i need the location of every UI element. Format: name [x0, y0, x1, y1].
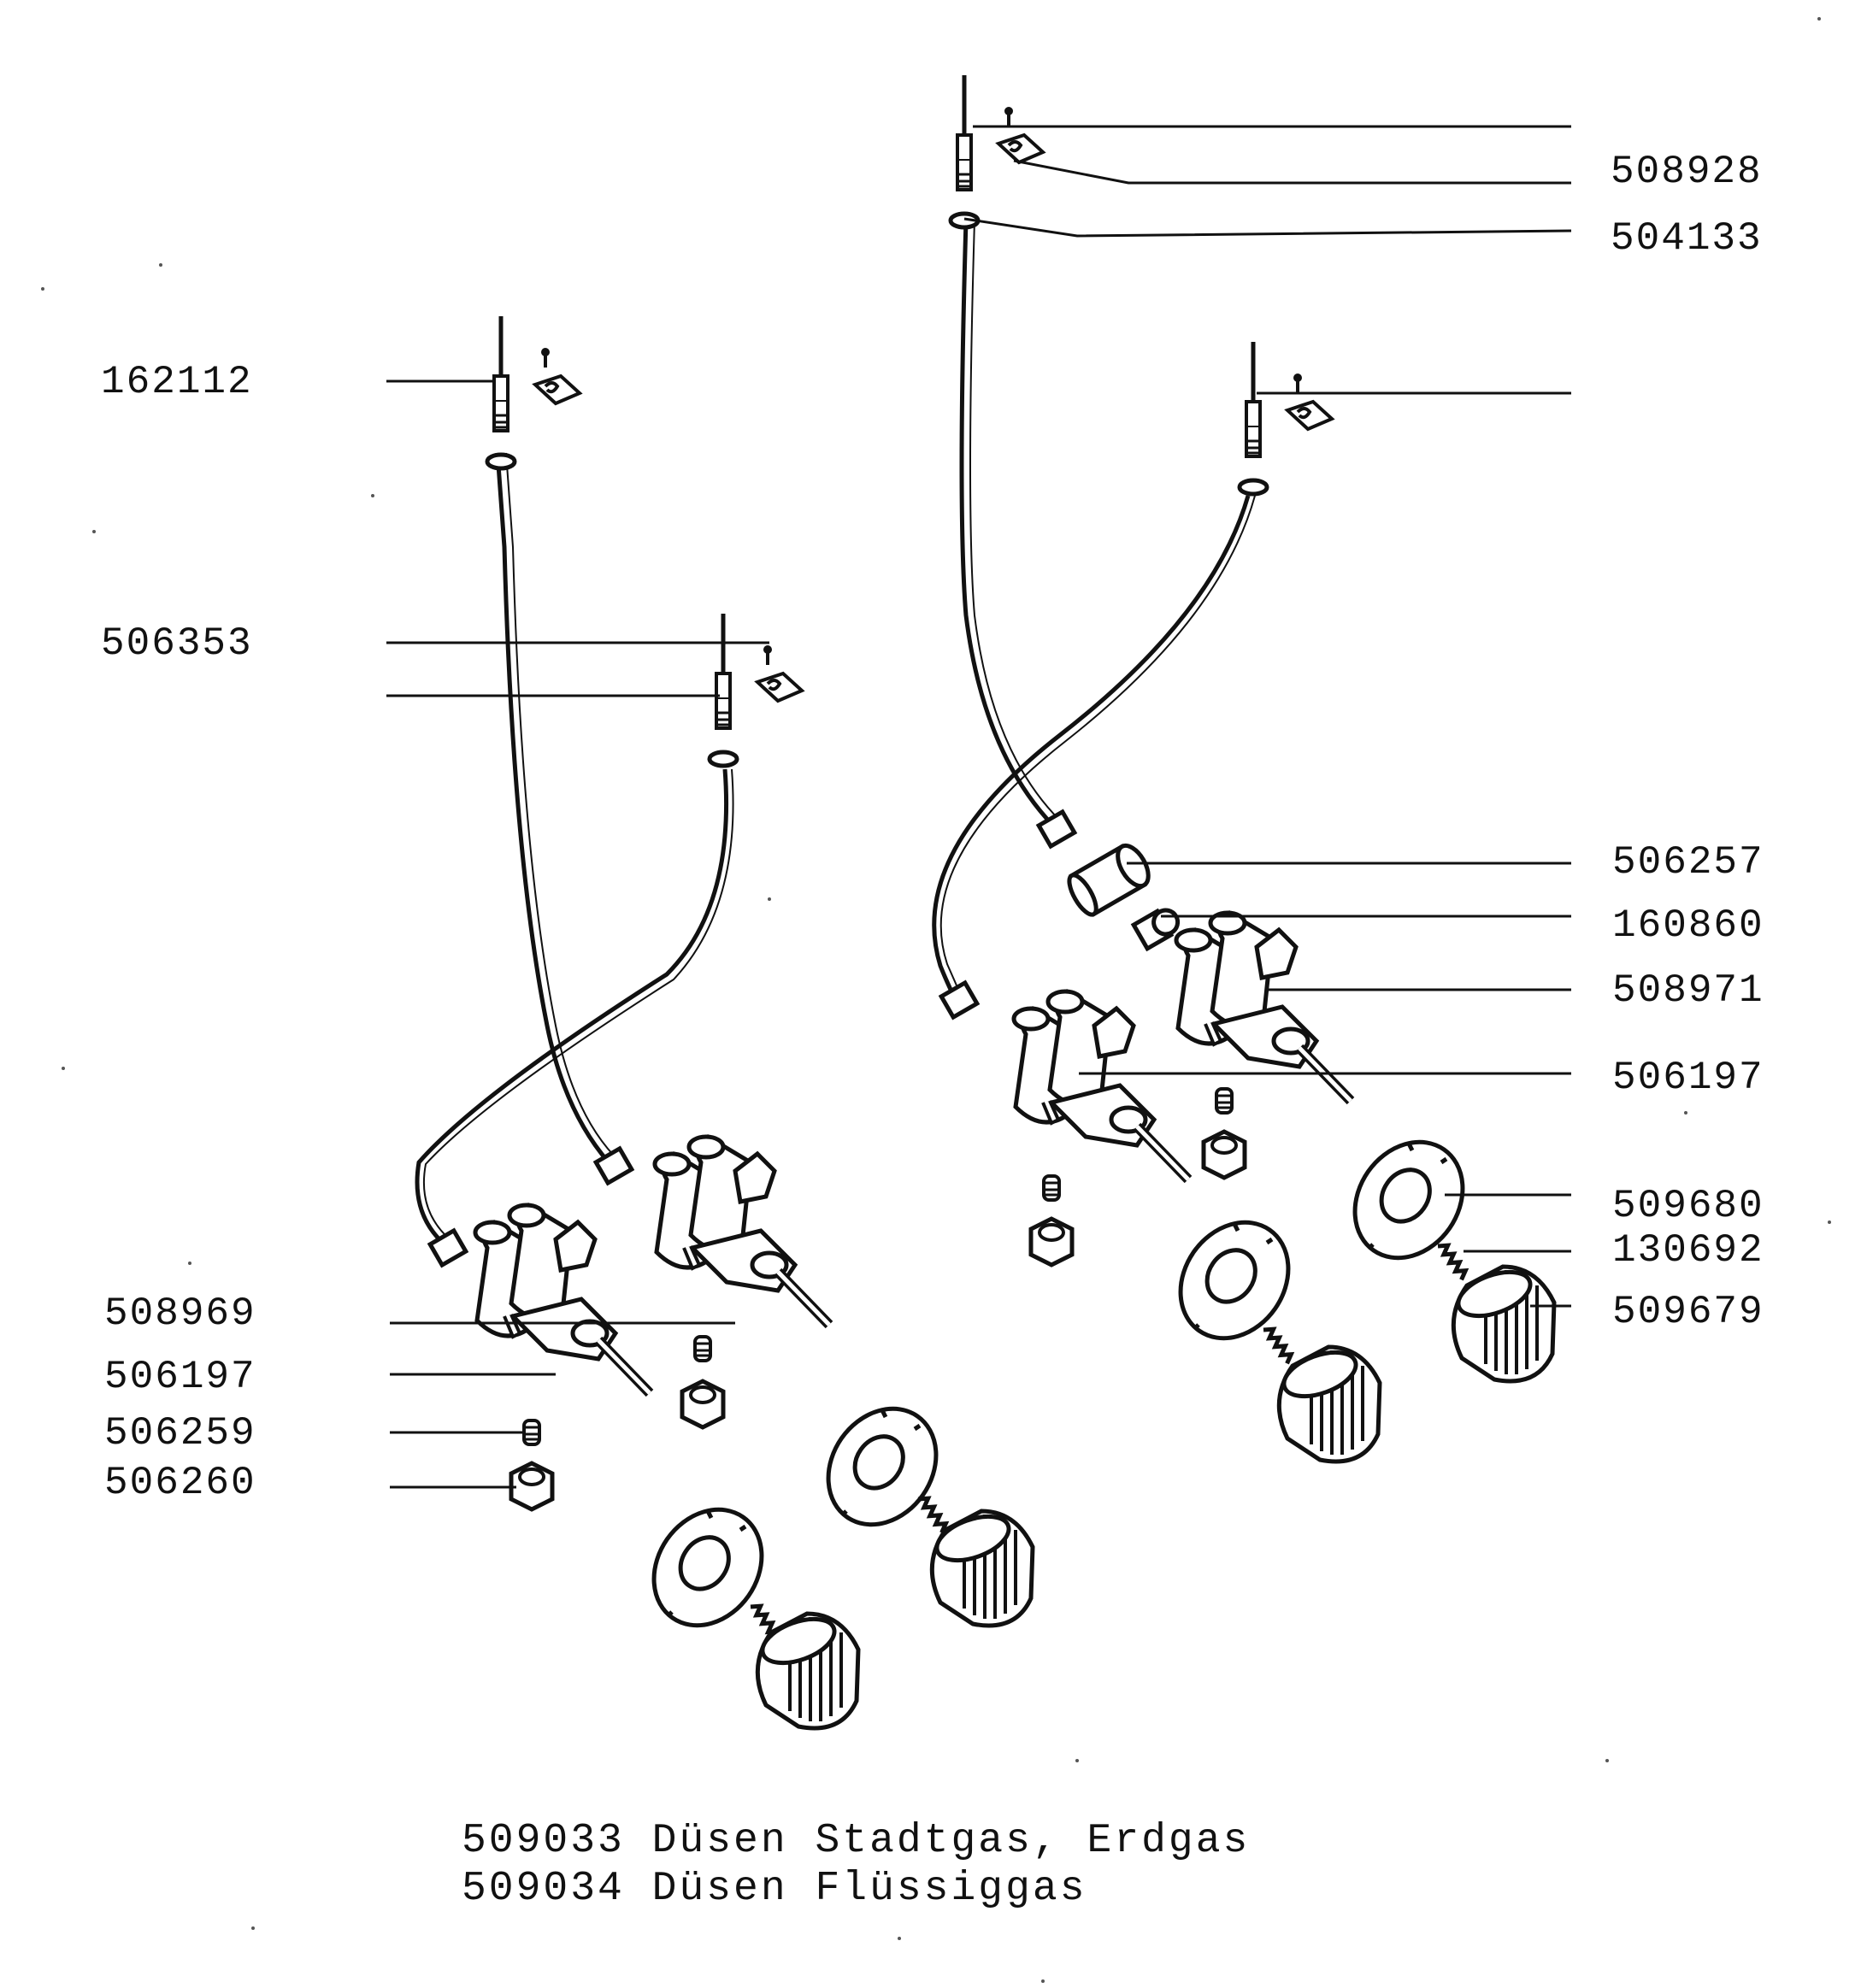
knob-right-a [1278, 1344, 1380, 1462]
left-pipe-short-inner [422, 768, 734, 1240]
gas-valve-left-b [655, 1137, 829, 1325]
thermocouple-162112 [487, 316, 580, 468]
part-label-509680: 509680 [1612, 1184, 1764, 1228]
right-pipe-nut-b [938, 979, 981, 1020]
footnote-fluessiggas: 509034 Düsen Flüssiggas [462, 1866, 1087, 1912]
part-label-162112: 162112 [101, 360, 253, 404]
footnote-stadtgas: 509033 Düsen Stadtgas, Erdgas [462, 1818, 1251, 1864]
nut-left-b [682, 1381, 723, 1427]
dial-plate-right-a [1158, 1202, 1310, 1359]
spring-left-b [918, 1494, 949, 1532]
set-screw-right-a [1042, 1174, 1061, 1202]
set-screw-left-b [693, 1335, 712, 1362]
right-pipe-short [932, 495, 1251, 998]
gas-valve-right-a [1014, 991, 1188, 1179]
nut-right-b [1204, 1132, 1245, 1178]
set-screw-506259 [522, 1419, 541, 1446]
thermocouple-508928 [951, 75, 1043, 227]
spring-right-a [1263, 1325, 1294, 1363]
part-label-506259: 506259 [104, 1411, 256, 1456]
spring-130692 [1438, 1241, 1469, 1279]
nut-right-a [1031, 1219, 1072, 1265]
part-label-506197-right: 506197 [1612, 1056, 1764, 1100]
scan-specks [41, 17, 1831, 1983]
right-pipe-nut-a [1035, 809, 1078, 850]
part-label-506197-left: 506197 [104, 1355, 256, 1399]
part-label-160860: 160860 [1612, 903, 1764, 948]
gas-valve-left-a [475, 1205, 650, 1393]
set-screw-right-b [1215, 1087, 1234, 1115]
right-pipe-long [959, 220, 1055, 827]
thermocouple-right-b [1240, 342, 1332, 494]
part-label-504133: 504133 [1611, 216, 1763, 261]
leader-504133 [963, 217, 1572, 238]
left-pipe-nut-a [592, 1145, 635, 1186]
part-label-509679: 509679 [1612, 1290, 1764, 1334]
nut-506260 [511, 1463, 552, 1509]
right-pipe-long-inner [969, 220, 1061, 821]
part-label-506257: 506257 [1612, 840, 1764, 885]
connector-506257 [1067, 843, 1151, 917]
leader-508928 [1013, 159, 1571, 185]
knob-509679 [1452, 1263, 1554, 1381]
left-pipe-long [495, 452, 610, 1164]
part-label-508969: 508969 [104, 1291, 256, 1336]
right-pipe-short-inner [939, 495, 1256, 992]
part-label-508928: 508928 [1611, 150, 1763, 194]
part-label-508971: 508971 [1612, 968, 1764, 1013]
part-label-506353: 506353 [101, 621, 253, 666]
insert-160860 [1130, 908, 1181, 952]
left-pipe-short [415, 768, 729, 1246]
thermocouple-506353 [710, 614, 802, 766]
part-label-130692: 130692 [1612, 1228, 1764, 1273]
dial-plate-509680 [1333, 1121, 1485, 1279]
left-pipe-nut-b [427, 1227, 469, 1268]
part-label-506260: 506260 [104, 1461, 256, 1505]
left-pipe-long-inner [505, 452, 615, 1156]
